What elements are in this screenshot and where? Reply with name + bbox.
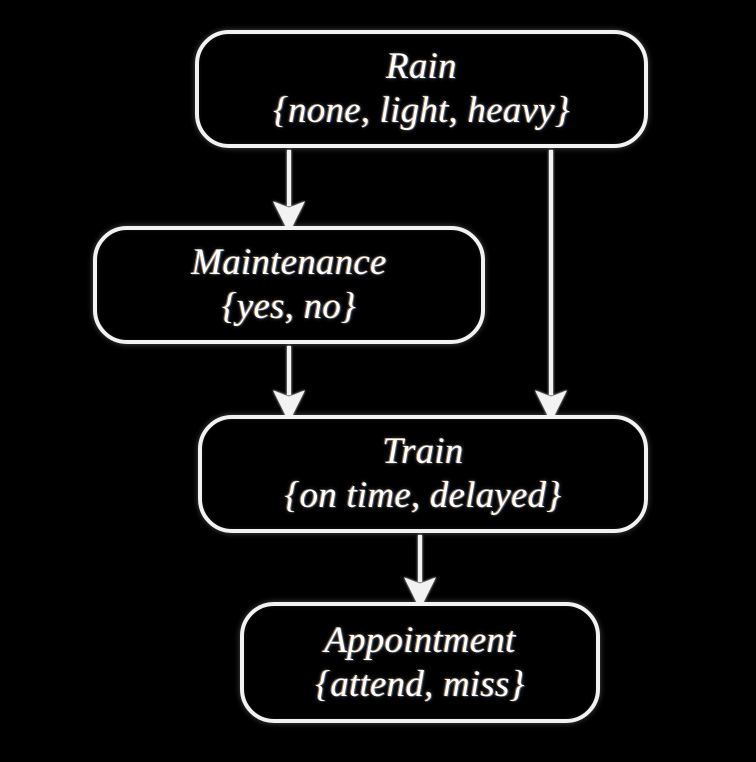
node-appointment[interactable]: Appointment {attend, miss}: [240, 602, 600, 723]
node-train-title: Train: [382, 431, 464, 473]
node-train-domain: {on time, delayed}: [284, 475, 562, 516]
node-appointment-title: Appointment: [324, 619, 516, 661]
node-maintenance-domain: {yes, no}: [221, 286, 357, 327]
node-rain-title: Rain: [386, 46, 457, 88]
node-train[interactable]: Train {on time, delayed}: [198, 415, 648, 533]
node-rain-domain: {none, light, heavy}: [273, 90, 570, 131]
node-appointment-domain: {attend, miss}: [315, 663, 525, 705]
node-maintenance[interactable]: Maintenance {yes, no}: [93, 226, 485, 344]
node-maintenance-title: Maintenance: [191, 242, 387, 284]
node-rain[interactable]: Rain {none, light, heavy}: [195, 30, 648, 148]
